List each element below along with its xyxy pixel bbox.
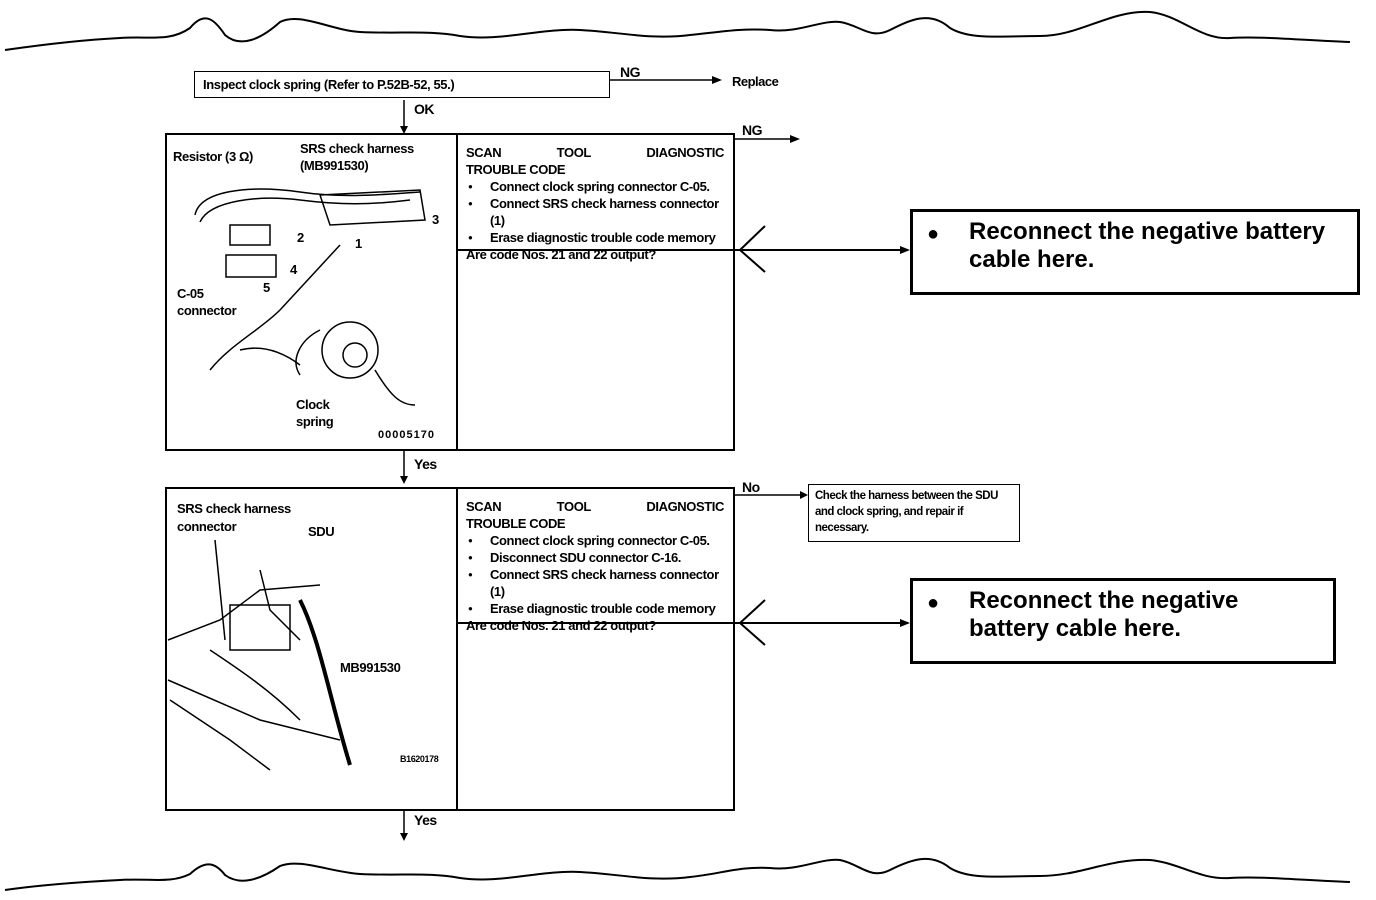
- sdu-illustration: [168, 540, 350, 770]
- check-harness-box: Check the harness between the SDU and cl…: [808, 484, 1020, 542]
- heading-word-tool: TOOL: [557, 144, 591, 161]
- figure-code-2: B1620178: [400, 752, 438, 767]
- reconnect-callout-1: ● Reconnect the negative battery cable h…: [910, 209, 1360, 295]
- callout2-text: Reconnect the negative battery cable her…: [969, 587, 1238, 642]
- step2-bullet: Disconnect SDU connector C-16.: [466, 549, 724, 566]
- figure-code-1: 00005170: [378, 428, 435, 443]
- num-4: 4: [290, 262, 297, 277]
- ng-second-label: NG: [742, 122, 762, 138]
- harness-label-1: SRS check harness: [300, 141, 414, 156]
- step1-bullet: Erase diagnostic trouble code memory: [466, 229, 724, 246]
- step2-question: Are code Nos. 21 and 22 output?: [466, 617, 724, 634]
- c05-label-2: connector: [177, 303, 236, 318]
- num-3: 3: [432, 212, 439, 227]
- resistor-label: Resistor (3 Ω): [173, 149, 253, 164]
- reconnect-callout-2: ● Reconnect the negative battery cable h…: [910, 578, 1336, 664]
- sdu-harness-label-1: SRS check harness: [177, 501, 291, 516]
- heading-word-scan: SCAN: [466, 498, 501, 515]
- num-1: 1: [355, 236, 362, 251]
- step1-heading: SCAN TOOL DIAGNOSTIC: [466, 144, 724, 161]
- step2-bullet: Erase diagnostic trouble code memory: [466, 600, 724, 617]
- clock-label-1: Clock: [296, 397, 329, 412]
- step1-bullet: Connect SRS check harness connector (1): [466, 195, 724, 229]
- yes2-label: Yes: [414, 812, 437, 828]
- bullet-dot-icon: ●: [927, 589, 939, 617]
- yes1-label: Yes: [414, 456, 437, 472]
- sdu-label: SDU: [308, 524, 334, 539]
- replace-label: Replace: [732, 74, 778, 89]
- step2-instructions: SCAN TOOL DIAGNOSTIC TROUBLE CODE Connec…: [466, 498, 724, 634]
- step1-instructions: SCAN TOOL DIAGNOSTIC TROUBLE CODE Connec…: [466, 144, 724, 263]
- no-label: No: [742, 479, 760, 495]
- heading-word-diagnostic: DIAGNOSTIC: [646, 144, 724, 161]
- step1-question: Are code Nos. 21 and 22 output?: [466, 246, 724, 263]
- num-5: 5: [263, 280, 270, 295]
- harness-label-2: (MB991530): [300, 158, 368, 173]
- ok-label: OK: [414, 101, 434, 117]
- heading-word-tool: TOOL: [557, 498, 591, 515]
- bullet-dot-icon: ●: [927, 220, 939, 248]
- clock-spring-illustration: [195, 189, 425, 405]
- torn-edge-bottom: [5, 859, 1350, 890]
- inspect-text: Inspect clock spring (Refer to P.52B-52,…: [203, 77, 454, 92]
- heading-word-scan: SCAN: [466, 144, 501, 161]
- num-2: 2: [297, 230, 304, 245]
- sdu-harness-label-2: connector: [177, 519, 236, 534]
- check-harness-text: Check the harness between the SDU and cl…: [815, 490, 998, 534]
- mb-label: MB991530: [340, 660, 400, 675]
- step2-bullet: Connect clock spring connector C-05.: [466, 532, 724, 549]
- step2-heading-line2: TROUBLE CODE: [466, 515, 724, 532]
- torn-edge-top: [5, 12, 1350, 50]
- step1-heading-line2: TROUBLE CODE: [466, 161, 724, 178]
- heading-word-diagnostic: DIAGNOSTIC: [646, 498, 724, 515]
- step1-bullet: Connect clock spring connector C-05.: [466, 178, 724, 195]
- clock-label-2: spring: [296, 414, 333, 429]
- c05-label-1: C-05: [177, 286, 204, 301]
- step2-heading: SCAN TOOL DIAGNOSTIC: [466, 498, 724, 515]
- step2-bullet: Connect SRS check harness connector (1): [466, 566, 724, 600]
- inspect-clock-spring-box: Inspect clock spring (Refer to P.52B-52,…: [194, 71, 610, 98]
- callout1-text: Reconnect the negative battery cable her…: [969, 218, 1325, 273]
- ng-top-label: NG: [620, 64, 640, 80]
